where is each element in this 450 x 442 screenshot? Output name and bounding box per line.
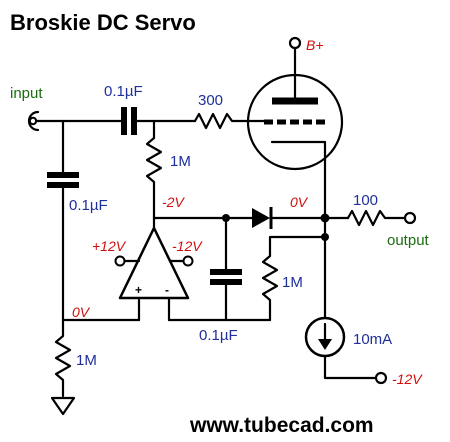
diode-icon (252, 208, 270, 228)
neg-rail-terminal (374, 371, 388, 385)
bplus-label: B+ (306, 37, 324, 53)
r-feedback-resistor (261, 254, 279, 322)
input-label: input (10, 85, 43, 102)
output-label: output (387, 232, 430, 249)
bplus-terminal (288, 36, 302, 50)
website-label: www.tubecad.com (189, 414, 374, 437)
opamp-neg-supply-label: -12V (172, 238, 203, 254)
r-grid-resistor (193, 112, 266, 130)
current-source-label: 10mA (353, 331, 392, 348)
supply-neg-terminal (182, 255, 194, 267)
r-divider-resistor (145, 136, 163, 220)
c-shunt-label: 0.1µF (69, 197, 108, 214)
opamp-minus-label: - (165, 283, 169, 297)
r-feedback-label: 1M (282, 274, 303, 291)
wire-cs-rail (323, 354, 378, 380)
v-neg-rail-label: -12V (392, 371, 423, 387)
r-bottom-label: 1M (76, 352, 97, 369)
r-bottom-resistor (54, 318, 72, 398)
output-terminal (403, 211, 417, 225)
opamp-plus-label: + (135, 283, 142, 297)
r-out-resistor (346, 209, 407, 227)
v-minus2-label: -2V (162, 194, 185, 210)
input-jack (27, 110, 40, 132)
diagram-title: Broskie DC Servo (10, 10, 196, 35)
c-input-label: 0.1µF (104, 83, 143, 100)
wire-feedback-top (268, 235, 327, 258)
current-arrow-icon (318, 339, 332, 350)
supply-pos-terminal (114, 255, 126, 267)
tube-cathode (270, 140, 327, 154)
r-grid-label: 300 (198, 92, 223, 109)
opamp-triangle (118, 226, 190, 300)
v-0v-diode-label: 0V (290, 194, 309, 210)
opamp-pos-supply-label: +12V (92, 238, 127, 254)
r-divider-top-label: 1M (170, 153, 191, 170)
c-integrator-label: 0.1µF (199, 327, 238, 344)
v-0v-left-label: 0V (72, 304, 91, 320)
ground-icon (50, 396, 76, 416)
r-out-label: 100 (353, 192, 378, 209)
